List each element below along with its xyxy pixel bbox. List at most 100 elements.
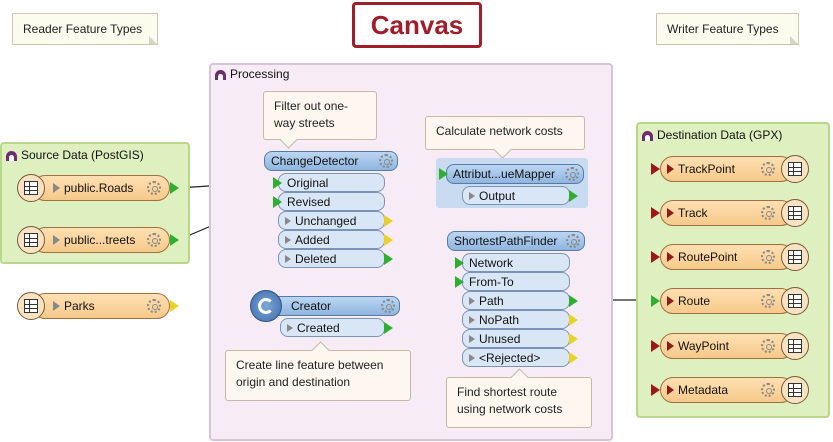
input-port-icon[interactable] <box>651 295 660 307</box>
output-port-icon[interactable] <box>170 182 179 194</box>
port-unused[interactable]: Unused <box>462 329 578 348</box>
writer-feature-types-note[interactable]: Writer Feature Types <box>656 13 799 45</box>
callout-create-line[interactable]: Create line feature between origin and d… <box>225 341 411 401</box>
input-port-icon[interactable] <box>273 196 282 208</box>
output-port-icon[interactable] <box>384 234 393 246</box>
shortest-path-header[interactable]: ShortestPathFinder <box>447 231 585 251</box>
writer-feature-route[interactable]: Route <box>651 287 809 315</box>
expand-icon[interactable] <box>667 296 674 306</box>
expand-icon[interactable] <box>667 385 674 395</box>
gear-icon[interactable] <box>381 299 395 313</box>
input-port-icon[interactable] <box>273 177 282 189</box>
port-deleted[interactable]: Deleted <box>278 249 393 268</box>
expand-icon[interactable] <box>667 341 674 351</box>
attribute-mapper-header[interactable]: Attribut...ueMapper <box>439 164 584 184</box>
port-from-to[interactable]: From-To <box>455 272 570 291</box>
processing-bookmark-title: Processing <box>230 67 290 81</box>
port-output[interactable]: Output <box>462 186 578 205</box>
input-port-icon[interactable] <box>439 168 448 180</box>
gear-icon[interactable] <box>761 206 775 220</box>
input-port-icon[interactable] <box>651 251 660 263</box>
reader-feature-parks[interactable]: Parks <box>17 292 179 320</box>
gear-icon[interactable] <box>147 181 161 195</box>
output-port-icon[interactable] <box>569 314 578 326</box>
callout-shortest-route[interactable]: Find shortest route using network costs <box>446 368 592 428</box>
callout-network-costs[interactable]: Calculate network costs <box>425 116 585 159</box>
expand-icon[interactable] <box>287 323 293 332</box>
creator-icon <box>250 290 282 322</box>
output-port-icon[interactable] <box>569 190 578 202</box>
creator-header[interactable]: Creator <box>268 296 400 316</box>
expand-icon[interactable] <box>469 296 475 305</box>
writer-feature-metadata[interactable]: Metadata <box>651 376 809 404</box>
source-bookmark-title: Source Data (PostGIS) <box>21 148 144 162</box>
port-network[interactable]: Network <box>455 253 570 272</box>
writer-feature-routepoint[interactable]: RoutePoint <box>651 243 809 271</box>
expand-icon[interactable] <box>53 301 60 311</box>
callout-filter[interactable]: Filter out one-way streets <box>263 91 377 149</box>
expand-icon[interactable] <box>469 315 475 324</box>
expand-icon[interactable] <box>285 254 291 263</box>
input-port-icon[interactable] <box>651 384 660 396</box>
gear-icon[interactable] <box>147 233 161 247</box>
processing-bookmark-header[interactable]: Processing <box>215 67 289 81</box>
output-port-icon[interactable] <box>384 215 393 227</box>
source-bookmark-header[interactable]: Source Data (PostGIS) <box>6 148 144 162</box>
input-port-icon[interactable] <box>455 257 464 269</box>
reader-feature-streets[interactable]: public...treets <box>17 226 179 254</box>
output-port-icon[interactable] <box>569 352 578 364</box>
table-icon <box>17 174 45 202</box>
reader-note-text: Reader Feature Types <box>23 22 143 36</box>
expand-icon[interactable] <box>667 208 674 218</box>
reader-feature-roads[interactable]: public.Roads <box>17 174 179 202</box>
table-icon <box>781 287 809 315</box>
port-path[interactable]: Path <box>462 291 578 310</box>
gear-icon[interactable] <box>761 294 775 308</box>
change-detector-header[interactable]: ChangeDetector <box>264 151 398 171</box>
expand-icon[interactable] <box>285 235 291 244</box>
output-port-icon[interactable] <box>384 322 393 334</box>
destination-bookmark-header[interactable]: Destination Data (GPX) <box>642 128 782 142</box>
port-revised[interactable]: Revised <box>273 192 385 211</box>
gear-icon[interactable] <box>761 162 775 176</box>
reader-feature-types-note[interactable]: Reader Feature Types <box>12 13 158 45</box>
gear-icon[interactable] <box>565 167 579 181</box>
port-unchanged[interactable]: Unchanged <box>278 211 393 230</box>
expand-icon[interactable] <box>53 183 60 193</box>
output-port-icon[interactable] <box>384 253 393 265</box>
note-fold-icon <box>790 36 798 44</box>
feature-label: Route <box>678 294 711 308</box>
expand-icon[interactable] <box>667 252 674 262</box>
expand-icon[interactable] <box>469 353 475 362</box>
table-icon <box>781 199 809 227</box>
output-port-icon[interactable] <box>569 295 578 307</box>
writer-feature-track[interactable]: Track <box>651 199 809 227</box>
writer-feature-waypoint[interactable]: WayPoint <box>651 332 809 360</box>
output-port-icon[interactable] <box>569 333 578 345</box>
input-port-icon[interactable] <box>651 163 660 175</box>
input-port-icon[interactable] <box>455 276 464 288</box>
gear-icon[interactable] <box>566 234 580 248</box>
expand-icon[interactable] <box>469 334 475 343</box>
port-nopath[interactable]: NoPath <box>462 310 578 329</box>
gear-icon[interactable] <box>147 299 161 313</box>
port-original[interactable]: Original <box>273 173 385 192</box>
port-created[interactable]: Created <box>280 318 393 337</box>
feature-label: Parks <box>64 299 95 313</box>
gear-icon[interactable] <box>761 250 775 264</box>
gear-icon[interactable] <box>379 154 393 168</box>
gear-icon[interactable] <box>761 383 775 397</box>
expand-icon[interactable] <box>469 191 475 200</box>
expand-icon[interactable] <box>667 164 674 174</box>
writer-feature-trackpoint[interactable]: TrackPoint <box>651 155 809 183</box>
feature-label: public...treets <box>64 233 136 247</box>
output-port-icon[interactable] <box>170 300 179 312</box>
input-port-icon[interactable] <box>651 340 660 352</box>
expand-icon[interactable] <box>285 216 291 225</box>
gear-icon[interactable] <box>761 339 775 353</box>
port-rejected[interactable]: <Rejected> <box>462 348 578 367</box>
output-port-icon[interactable] <box>170 234 179 246</box>
input-port-icon[interactable] <box>651 207 660 219</box>
port-added[interactable]: Added <box>278 230 393 249</box>
expand-icon[interactable] <box>53 235 60 245</box>
